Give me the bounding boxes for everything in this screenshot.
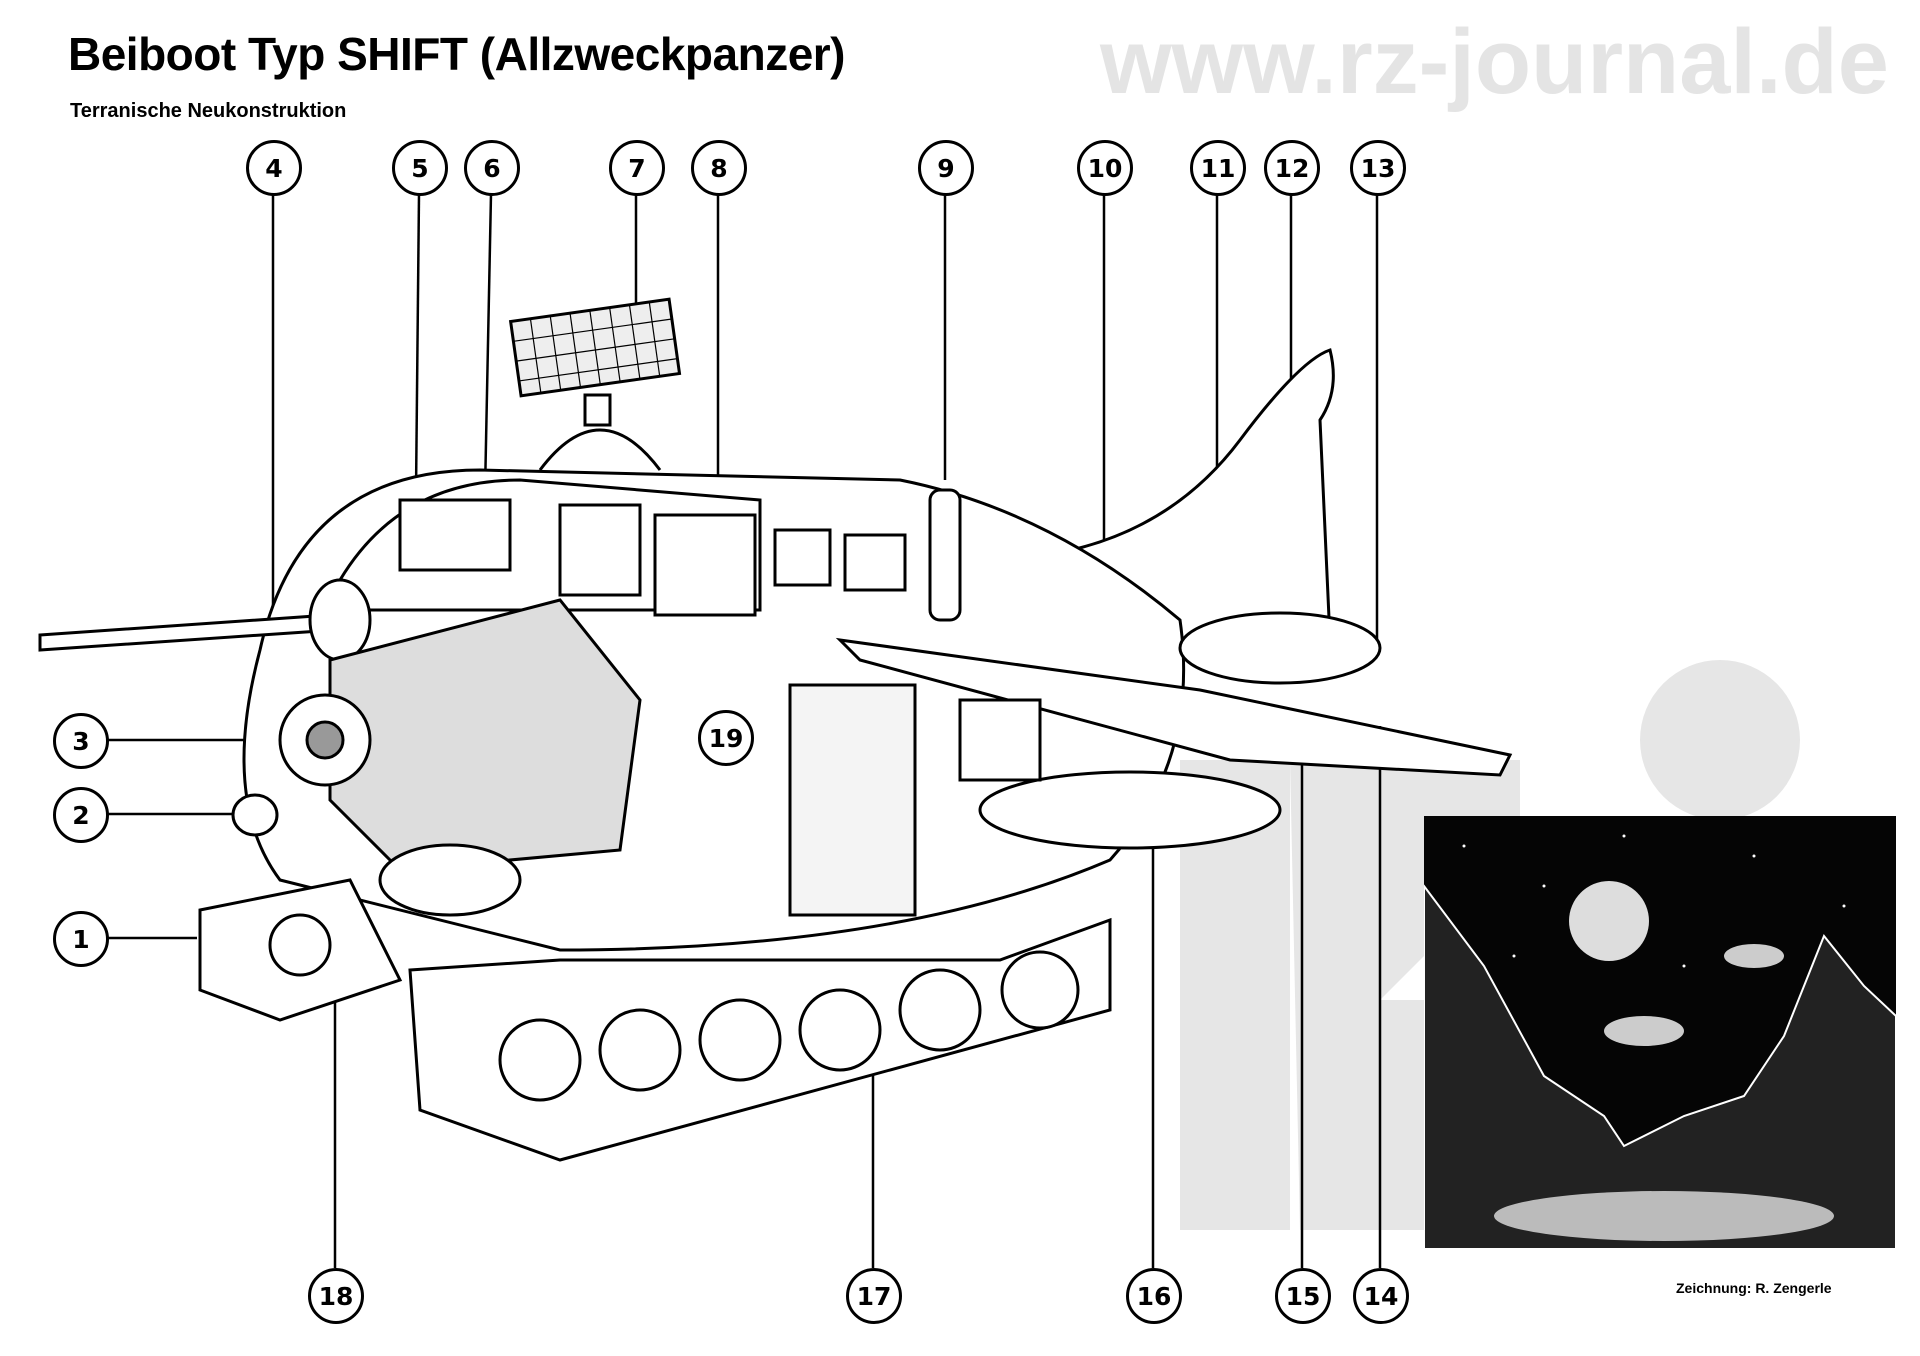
callout-13: 13 xyxy=(1350,140,1406,196)
callout-7: 7 xyxy=(609,140,665,196)
callout-16: 16 xyxy=(1126,1268,1182,1324)
moon-landscape-illustration xyxy=(1424,834,1896,1249)
callout-19: 19 xyxy=(698,710,754,766)
callout-1: 1 xyxy=(53,911,109,967)
callout-4: 4 xyxy=(246,140,302,196)
callout-5: 5 xyxy=(392,140,448,196)
planet xyxy=(1569,881,1649,961)
callout-3: 3 xyxy=(53,713,109,769)
callout-2: 2 xyxy=(53,787,109,843)
leader-lines xyxy=(107,193,1382,1268)
callout-8: 8 xyxy=(691,140,747,196)
callout-17: 17 xyxy=(846,1268,902,1324)
watermark: www.rz-journal.de xyxy=(1100,11,1889,113)
shift-vehicle-flying xyxy=(1604,1016,1684,1046)
page-title: Beiboot Typ SHIFT (Allzweckpanzer) xyxy=(68,28,846,80)
callout-6: 6 xyxy=(464,140,520,196)
shift-vehicle-flying xyxy=(1724,944,1784,968)
road-wheels xyxy=(268,913,1080,1102)
callout-10: 10 xyxy=(1077,140,1133,196)
callout-15: 15 xyxy=(1275,1268,1331,1324)
callout-18: 18 xyxy=(308,1268,364,1324)
space-scene-inset xyxy=(1424,816,1896,1249)
callout-9: 9 xyxy=(918,140,974,196)
callout-14: 14 xyxy=(1353,1268,1409,1324)
callout-11: 11 xyxy=(1190,140,1246,196)
drawing-credit: Zeichnung: R. Zengerle xyxy=(1676,1280,1832,1296)
callout-12: 12 xyxy=(1264,140,1320,196)
page-subtitle: Terranische Neukonstruktion xyxy=(70,100,347,122)
vehicle xyxy=(38,297,1513,1162)
